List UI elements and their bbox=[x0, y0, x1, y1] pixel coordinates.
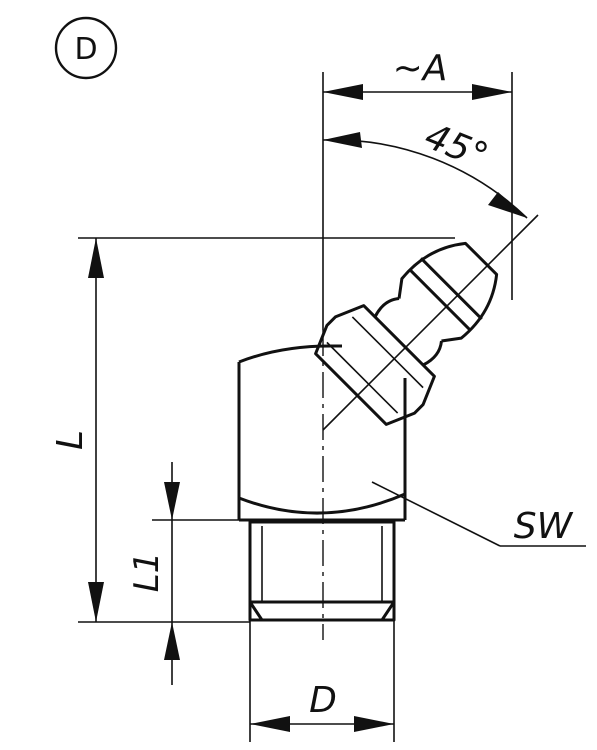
dimension-l-arrow-bottom bbox=[88, 582, 104, 622]
dimension-a-label: ~A bbox=[393, 48, 448, 89]
dimension-d-arrow-left bbox=[250, 716, 290, 732]
wrench-size-callout: SW bbox=[371, 481, 586, 547]
view-label-circle bbox=[54, 16, 118, 80]
thread-chamfer bbox=[248, 600, 396, 621]
angle-label: 45° bbox=[419, 116, 494, 178]
dimension-l1-arrow-bottom bbox=[164, 622, 180, 660]
nipple-centerline bbox=[322, 214, 539, 431]
nipple-head bbox=[397, 241, 499, 343]
threaded-shank bbox=[248, 520, 396, 622]
angle-arrow-end bbox=[488, 192, 527, 218]
head-groove-2 bbox=[419, 257, 483, 321]
dimension-l1-arrow-top bbox=[164, 482, 180, 520]
angle-arrow-start bbox=[323, 132, 362, 148]
view-label-text: D bbox=[74, 32, 97, 67]
dimension-l: L bbox=[50, 237, 455, 623]
dimension-a-arrow-left bbox=[323, 84, 363, 100]
body-outline bbox=[237, 344, 407, 520]
dimension-l1-label: L1 bbox=[127, 552, 167, 593]
dimension-a-arrow-right bbox=[472, 84, 512, 100]
view-label-marker: D bbox=[54, 16, 118, 80]
dimension-l1: L1 bbox=[127, 462, 239, 685]
dimension-a: ~A bbox=[323, 48, 512, 100]
dimension-l-label: L bbox=[50, 430, 91, 450]
head-groove-1 bbox=[409, 269, 471, 331]
dimension-angle: 45° bbox=[322, 116, 528, 219]
hex-edge-bottom bbox=[326, 341, 399, 414]
dimension-d-label: D bbox=[309, 680, 337, 721]
dimension-d: D bbox=[249, 620, 395, 742]
dimension-d-arrow-right bbox=[354, 716, 394, 732]
hex-edge-top bbox=[351, 316, 424, 389]
nipple-neck bbox=[373, 297, 443, 367]
dimension-l-arrow-top bbox=[88, 238, 104, 278]
sw-label: SW bbox=[514, 506, 574, 547]
hex-nut bbox=[314, 304, 436, 426]
sw-leader bbox=[371, 481, 501, 547]
shank-outline bbox=[248, 520, 396, 622]
angled-nipple bbox=[314, 241, 499, 426]
